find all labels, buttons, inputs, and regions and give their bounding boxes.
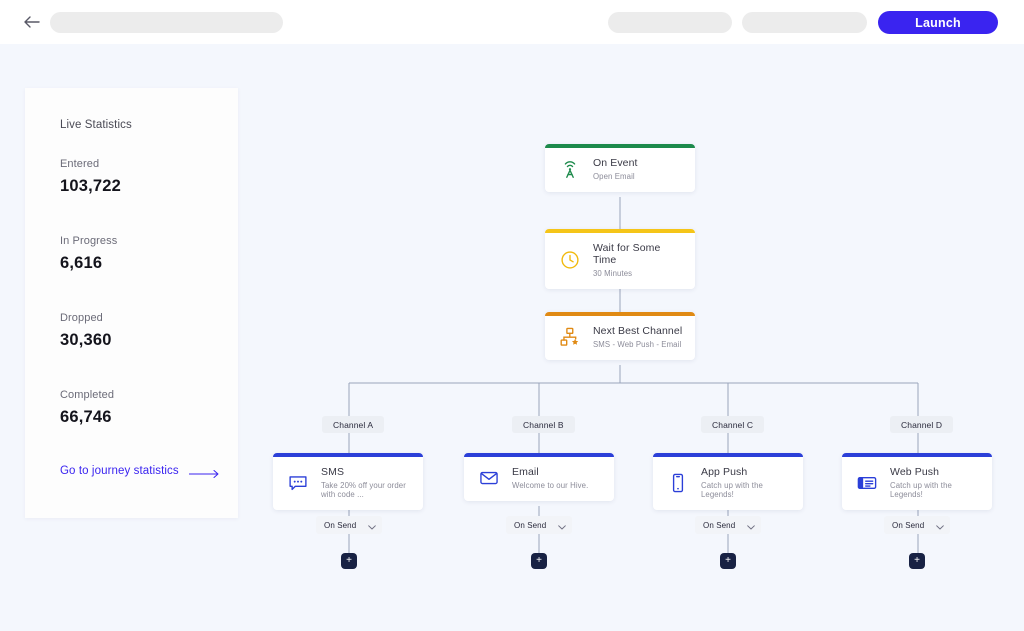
flow-node-email[interactable]: Email Welcome to our Hive. [464, 453, 614, 501]
chevron-down-icon [747, 523, 755, 529]
best-channel-icon [558, 325, 582, 349]
stat-value: 6,616 [60, 254, 103, 272]
node-subtitle: SMS - Web Push - Email [593, 340, 682, 349]
mobile-phone-icon [666, 471, 690, 495]
node-title: Email [512, 466, 539, 478]
node-accent-bar [545, 144, 695, 148]
node-subtitle: Catch up with the Legends! [890, 481, 952, 499]
stat-entered: Entered 103,722 [60, 158, 121, 196]
journey-name-placeholder[interactable] [50, 12, 283, 33]
trigger-dropdown-app-push[interactable]: On Send [695, 516, 761, 534]
flow-node-on-event[interactable]: On Event Open Email [545, 144, 695, 192]
node-subtitle: Take 20% off your order with code ... [321, 481, 406, 499]
stat-label: Entered [60, 158, 100, 170]
add-step-button-email[interactable]: + [531, 553, 547, 569]
panel-title: Live Statistics [60, 119, 132, 131]
stat-in-progress: In Progress 6,616 [60, 235, 117, 273]
top-bar: Launch [0, 0, 1024, 44]
channel-label-d[interactable]: Channel D [890, 416, 954, 433]
go-to-journey-statistics-link[interactable]: Go to journey statistics [60, 465, 221, 478]
node-accent-bar [273, 453, 423, 457]
trigger-label: On Send [892, 520, 925, 530]
toolbar-placeholder-one[interactable] [608, 12, 732, 33]
channel-label-a[interactable]: Channel A [322, 416, 385, 433]
stat-value: 103,722 [60, 177, 122, 195]
node-title: Next Best Channel [593, 325, 683, 337]
add-step-button-sms[interactable]: + [341, 553, 357, 569]
flow-node-web-push[interactable]: Web Push Catch up with the Legends! [842, 453, 992, 510]
node-subtitle: Open Email [593, 172, 635, 181]
stat-label: Completed [60, 389, 115, 401]
stat-value: 66,746 [60, 408, 112, 426]
node-accent-bar [545, 312, 695, 316]
sms-bubble-icon [286, 471, 310, 495]
stat-label: Dropped [60, 312, 103, 324]
add-step-button-app-push[interactable]: + [720, 553, 736, 569]
node-subtitle: Welcome to our Hive. [512, 481, 589, 490]
flow-node-next-best-channel[interactable]: Next Best Channel SMS - Web Push - Email [545, 312, 695, 360]
trigger-label: On Send [703, 520, 736, 530]
stat-value: 30,360 [60, 331, 112, 349]
channel-label-c[interactable]: Channel C [701, 416, 765, 433]
broadcast-antenna-icon [558, 157, 582, 181]
toolbar-placeholder-two[interactable] [742, 12, 867, 33]
trigger-dropdown-web-push[interactable]: On Send [884, 516, 950, 534]
chevron-down-icon [558, 523, 566, 529]
flow-node-sms[interactable]: SMS Take 20% off your order with code ..… [273, 453, 423, 510]
stat-label: In Progress [60, 235, 118, 247]
channel-label-b[interactable]: Channel B [512, 416, 575, 433]
node-accent-bar [653, 453, 803, 457]
trigger-label: On Send [514, 520, 547, 530]
envelope-icon [477, 466, 501, 490]
clock-icon [558, 248, 582, 272]
node-accent-bar [545, 229, 695, 233]
chevron-down-icon [936, 523, 944, 529]
node-accent-bar [842, 453, 992, 457]
node-title: Wait for Some Time [593, 242, 661, 266]
flow-node-app-push[interactable]: App Push Catch up with the Legends! [653, 453, 803, 510]
add-step-button-web-push[interactable]: + [909, 553, 925, 569]
long-arrow-right-icon [188, 466, 221, 478]
node-accent-bar [464, 453, 614, 457]
node-title: App Push [701, 466, 748, 478]
web-push-icon [855, 471, 879, 495]
link-label: Go to journey statistics [60, 465, 179, 477]
back-arrow-icon[interactable] [22, 14, 42, 30]
launch-button[interactable]: Launch [878, 11, 998, 34]
live-statistics-panel: Live Statistics Entered 103,722 In Progr… [25, 88, 238, 518]
node-subtitle: 30 Minutes [593, 269, 633, 278]
stat-dropped: Dropped 30,360 [60, 312, 112, 350]
node-subtitle: Catch up with the Legends! [701, 481, 763, 499]
trigger-dropdown-email[interactable]: On Send [506, 516, 572, 534]
stat-completed: Completed 66,746 [60, 389, 114, 427]
chevron-down-icon [368, 523, 376, 529]
flow-node-wait-for-some-time[interactable]: Wait for Some Time 30 Minutes [545, 229, 695, 289]
journey-canvas[interactable]: Live Statistics Entered 103,722 In Progr… [0, 44, 1024, 631]
trigger-dropdown-sms[interactable]: On Send [316, 516, 382, 534]
node-title: SMS [321, 466, 345, 478]
node-title: Web Push [890, 466, 940, 478]
node-title: On Event [593, 157, 638, 169]
trigger-label: On Send [324, 520, 357, 530]
